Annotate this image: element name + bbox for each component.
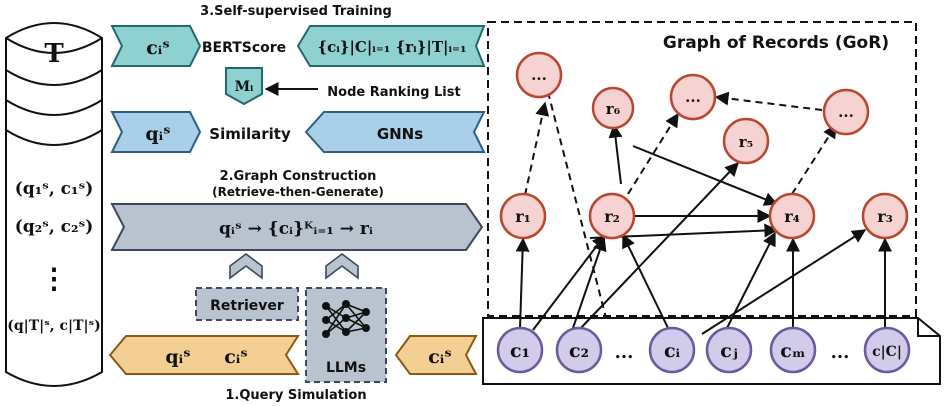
retriever-box: Retriever (195, 287, 299, 321)
svg-text:r₂: r₂ (604, 207, 619, 226)
chunk-nodes: c₁ c₂ ... cᵢ cⱼ cₘ ... c|C| (496, 326, 911, 374)
gor-frame (487, 21, 917, 317)
llms-box: LLMs (305, 287, 387, 383)
training-chunk-label: cᵢˢ (146, 37, 170, 59)
simulation-output-arrow: qᵢˢ cᵢˢ (108, 335, 300, 375)
gnns-label: GNNs (377, 125, 423, 143)
record-node-ellipsis-mid: ... (669, 73, 717, 121)
chunk-node-c1: c₁ (496, 326, 544, 374)
corpus-pair-last: (q|T|ˢ, c|T|ˢ) (7, 318, 101, 334)
training-set-arrow: {cᵢ}|C|ᵢ₌₁ {rᵢ}|T|ᵢ₌₁ (296, 25, 486, 67)
record-node-ellipsis-right: ... (822, 88, 870, 136)
simulation-in-chunk: cᵢˢ (428, 346, 452, 368)
construction-formula: qᵢˢ → {cᵢ}ᴷᵢ₌₁ → rᵢ (219, 219, 373, 239)
chunk-ellipsis-1: ... (615, 342, 634, 363)
svg-text:r₁: r₁ (515, 207, 530, 226)
record-node-r2: r₂ (588, 192, 636, 240)
training-title: 3.Self-supervised Training (200, 4, 392, 19)
svg-text:r₃: r₃ (877, 207, 892, 226)
chunk-node-c2: c₂ (555, 326, 603, 374)
record-nodes: ... r₆ ... ... r₅ r₁ r₂ r₄ (499, 51, 909, 240)
svg-text:r₅: r₅ (739, 133, 753, 151)
svg-text:c|C|: c|C| (872, 344, 902, 360)
svg-text:...: ... (531, 66, 547, 84)
ranking-node-label: Mᵢ (235, 79, 254, 95)
construction-arrow: qᵢˢ → {cᵢ}ᴷᵢ₌₁ → rᵢ (110, 203, 484, 251)
svg-text:cₘ: cₘ (780, 340, 805, 362)
corpus-dots: ⋮ (40, 262, 68, 295)
neural-network-icon (321, 299, 370, 338)
ranking-list-label: Node Ranking List (327, 85, 460, 100)
chunk-node-cC: c|C| (863, 326, 911, 374)
chunk-ellipsis-2: ... (831, 342, 850, 363)
construction-title: 2.Graph Construction (220, 169, 377, 184)
bertscore-label: BERTScore (202, 40, 286, 56)
corpus-label: T (44, 39, 64, 69)
record-node-ellipsis-top: ... (515, 51, 563, 99)
training-set-label: {cᵢ}|C|ᵢ₌₁ {rᵢ}|T|ᵢ₌₁ (317, 38, 466, 56)
svg-text:cⱼ: cⱼ (720, 340, 738, 362)
svg-text:cᵢ: cᵢ (664, 340, 681, 362)
record-node-r3: r₃ (861, 192, 909, 240)
ranking-node: Mᵢ (225, 67, 263, 106)
simulation-title: 1.Query Simulation (225, 388, 366, 403)
simulation-out-query: qᵢˢ (165, 346, 190, 368)
query-label: qᵢˢ (145, 123, 170, 145)
similarity-label: Similarity (209, 125, 291, 143)
svg-text:c₂: c₂ (569, 340, 589, 362)
record-node-r1: r₁ (499, 192, 547, 240)
svg-text:r₆: r₆ (606, 100, 621, 118)
training-chunk-arrow: cᵢˢ (110, 25, 202, 67)
record-node-r6: r₆ (591, 86, 635, 130)
simulation-out-chunk: cᵢˢ (224, 346, 248, 368)
gor-title: Graph of Records (GoR) (663, 33, 889, 53)
record-node-r5: r₅ (722, 117, 770, 165)
simulation-input-arrow: cᵢˢ (394, 335, 478, 375)
svg-text:...: ... (838, 103, 854, 121)
query-arrow: qᵢˢ (110, 111, 202, 153)
llms-chevron (325, 253, 359, 280)
svg-text:...: ... (685, 88, 701, 106)
record-node-r4: r₄ (768, 192, 816, 240)
chunk-node-ci: cᵢ (648, 326, 696, 374)
chunk-node-cm: cₘ (769, 326, 817, 374)
gnns-arrow: GNNs (304, 111, 486, 153)
llms-label: LLMs (326, 360, 366, 376)
retriever-chevron (229, 253, 263, 280)
retriever-label: Retriever (210, 298, 284, 314)
svg-text:c₁: c₁ (510, 340, 530, 362)
corpus-pair-1: (q₁ˢ, c₁ˢ) (15, 179, 93, 199)
corpus-pair-2: (q₂ˢ, c₂ˢ) (15, 217, 93, 237)
construction-subtitle: (Retrieve-then-Generate) (212, 185, 384, 199)
svg-text:r₄: r₄ (784, 207, 799, 226)
corpus-cylinder: T (q₁ˢ, c₁ˢ) (q₂ˢ, c₂ˢ) ⋮ (q|T|ˢ, c|T|ˢ) (5, 22, 103, 387)
chunk-node-cj: cⱼ (705, 326, 753, 374)
